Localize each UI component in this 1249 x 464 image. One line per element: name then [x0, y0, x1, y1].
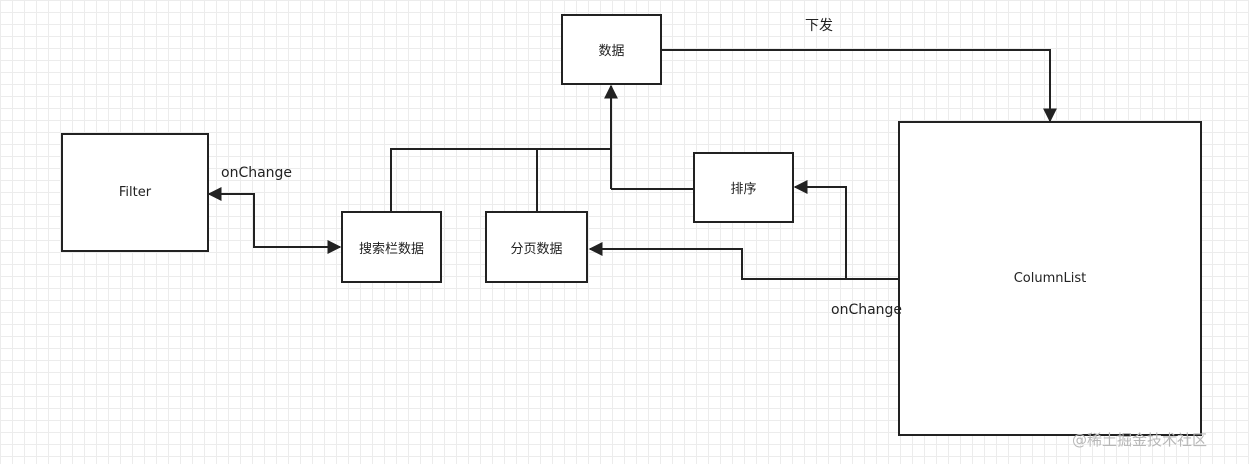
node-data-label: 数据: [598, 44, 625, 59]
node-paging-data: 分页数据: [485, 211, 588, 283]
node-column-list: ColumnList: [898, 121, 1202, 436]
node-column-list-label: ColumnList: [1013, 271, 1087, 286]
node-search-data: 搜索栏数据: [341, 211, 442, 283]
edge-filter-to-search: [207, 187, 342, 254]
node-filter-label: Filter: [118, 185, 152, 200]
node-data: 数据: [561, 14, 662, 85]
edge-columnlist-to-paging: [588, 242, 846, 280]
node-search-data-label: 搜索栏数据: [358, 241, 424, 257]
edge-label-columnlist-onchange: onChange: [831, 302, 903, 318]
edge-columnlist-to-sort: [793, 180, 898, 280]
node-sort: 排序: [693, 152, 794, 223]
node-sort-label: 排序: [730, 182, 757, 197]
edge-data-to-columnlist: [662, 49, 1057, 123]
edge-label-filter-onchange: onChange: [221, 165, 293, 181]
edge-label-dispatch: 下发: [805, 18, 833, 34]
watermark: @稀土掘金技术社区: [1072, 431, 1208, 449]
node-paging-data-label: 分页数据: [510, 241, 563, 257]
edge-search-up: [390, 148, 611, 211]
node-filter: Filter: [61, 133, 209, 252]
